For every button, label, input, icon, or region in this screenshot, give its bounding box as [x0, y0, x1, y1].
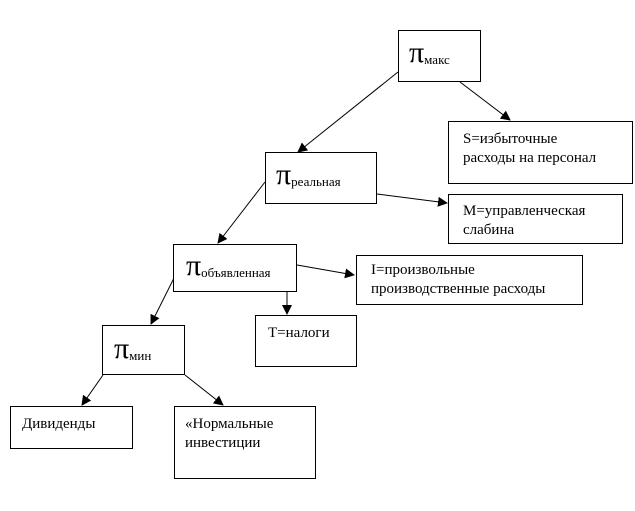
pi-subscript: реальная: [291, 174, 341, 189]
node-pi-declared: π объявленная: [173, 244, 297, 292]
node-text-line: инвестиции: [185, 435, 261, 451]
node-pi-min: π мин: [102, 325, 185, 375]
pi-symbol: π: [276, 158, 292, 191]
pi-symbol: π: [186, 249, 202, 282]
arrow-min-to-invest: [184, 374, 224, 406]
arrow-max-to-real: [297, 71, 399, 153]
node-dividends: Дивиденды: [10, 406, 133, 449]
node-pi-max: π макс: [398, 30, 481, 82]
node-text-line: I=произвольные: [371, 262, 475, 278]
node-text-line: S=избыточные: [463, 131, 558, 147]
pi-subscript: объявленная: [201, 265, 271, 280]
arrow-min-to-dividends: [81, 374, 104, 406]
arrow-real-to-m: [376, 193, 448, 207]
node-pi-real: π реальная: [265, 152, 377, 204]
node-i-discretionary-costs: I=произвольные производственные расходы: [356, 255, 583, 305]
node-text-line: Дивиденды: [22, 416, 96, 432]
pi-subscript: макс: [424, 52, 450, 67]
node-s-excess-personnel: S=избыточные расходы на персонал: [448, 121, 633, 184]
node-text-line: слабина: [463, 222, 515, 238]
node-text-line: T=налоги: [268, 325, 330, 341]
pi-subscript: мин: [129, 348, 152, 363]
arrow-declared-to-i: [296, 264, 355, 279]
arrow-declared-to-min: [150, 275, 176, 325]
node-text-line: «Нормальные: [185, 416, 274, 432]
node-m-managerial-slack: M=управленческая слабина: [448, 194, 623, 244]
node-text-line: расходы на персонал: [463, 150, 597, 166]
node-normal-investments: «Нормальные инвестиции: [174, 406, 316, 479]
arrow-real-to-declared: [217, 181, 266, 244]
arrow-max-to-s: [459, 81, 511, 121]
node-text-line: M=управленческая: [463, 203, 586, 219]
node-text-line: производственные расходы: [371, 281, 546, 297]
node-t-taxes: T=налоги: [255, 315, 357, 367]
pi-symbol: π: [409, 36, 425, 69]
pi-symbol: π: [114, 332, 130, 365]
